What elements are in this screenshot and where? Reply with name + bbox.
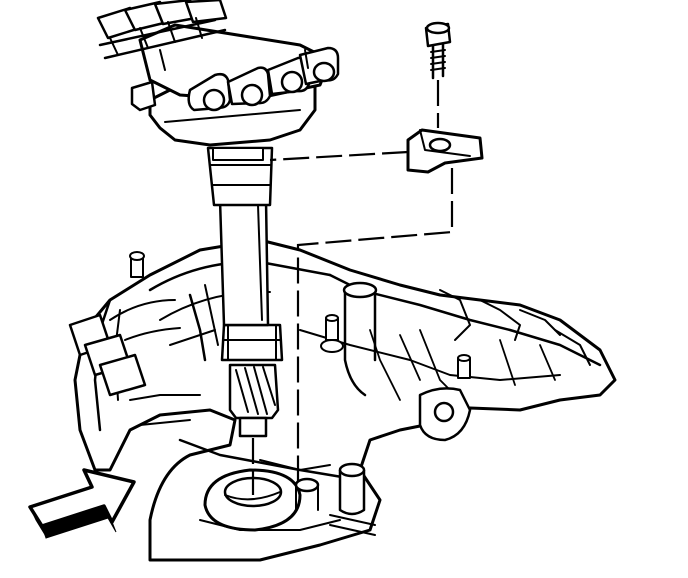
holddown-clamp: [406, 128, 484, 174]
distributor: [96, 0, 340, 438]
alignment-lines: [251, 80, 454, 495]
engine-manifold: [73, 238, 617, 562]
cap-towers: [96, 0, 228, 60]
wiring-harness: [68, 299, 181, 397]
holddown-bolt-hole: [294, 477, 320, 511]
drive-gear: [228, 363, 280, 438]
distributor-bore: [203, 468, 302, 532]
manifold-stud-left: [129, 251, 145, 278]
cap-plug-towers: [187, 46, 340, 112]
holddown-bolt: [424, 21, 452, 80]
sensor-post: [329, 462, 376, 536]
manifold-stud-center: [320, 314, 344, 353]
front-arrow: [28, 468, 136, 539]
manifold-stud-right: [457, 354, 471, 379]
